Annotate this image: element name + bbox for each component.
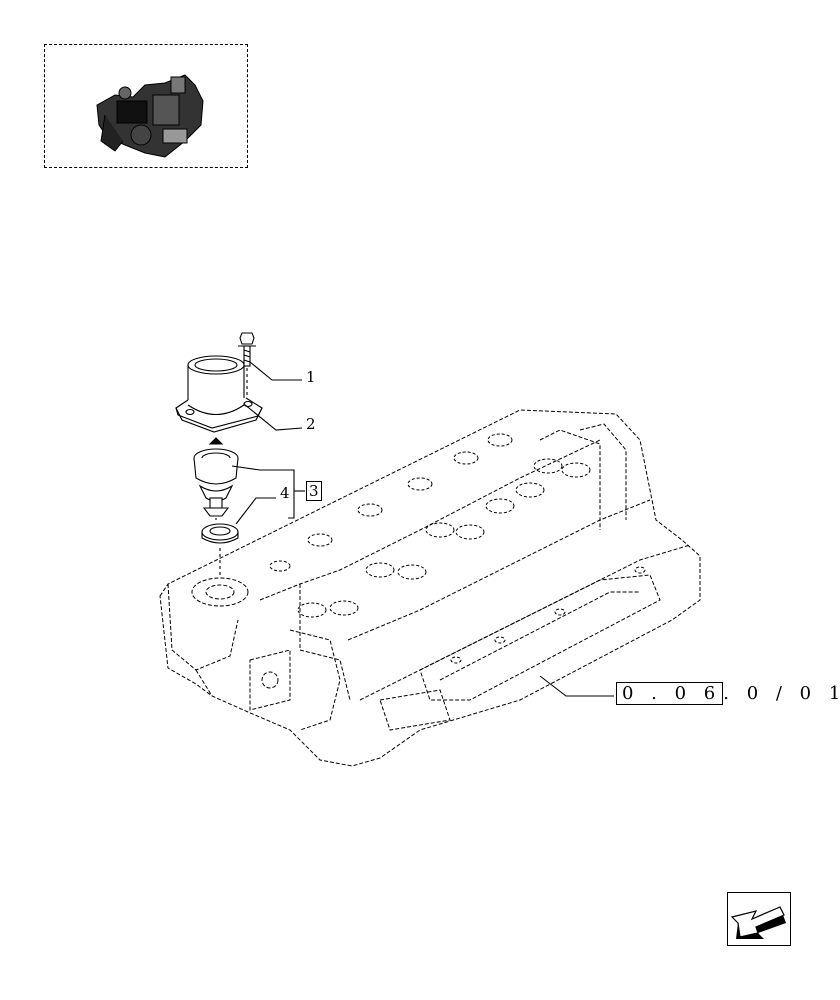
- callout-4: 4: [280, 484, 290, 502]
- bolt-part: [238, 332, 256, 395]
- callout-3-box: 3: [306, 481, 322, 501]
- seal-ring-part: [201, 523, 239, 578]
- reference-boxed-part: 0 . 0 6: [616, 682, 724, 705]
- back-arrow-icon: [730, 906, 786, 939]
- callout-1: 1: [306, 368, 316, 386]
- leader-line-2: [243, 403, 303, 431]
- cylinder-head-part: [159, 409, 701, 767]
- thermostat-part: [193, 437, 239, 522]
- leader-line-3a: [231, 465, 295, 488]
- callout-2: 2: [306, 415, 316, 433]
- engine-thumbnail-icon: [96, 74, 204, 158]
- leader-line-ref: [539, 675, 614, 697]
- back-navigation-button[interactable]: [727, 892, 791, 946]
- leader-line-1: [249, 361, 302, 381]
- callout-3: 3: [306, 481, 322, 501]
- engine-thumbnail: [44, 44, 248, 168]
- leader-line-3b: [288, 488, 295, 519]
- reference-label: 0 . 0 6. 0 / 0 1: [616, 682, 840, 705]
- reference-rest: . 0 / 0 1: [723, 683, 840, 704]
- thermostat-housing-part: [175, 355, 263, 433]
- leader-line-4: [235, 497, 276, 525]
